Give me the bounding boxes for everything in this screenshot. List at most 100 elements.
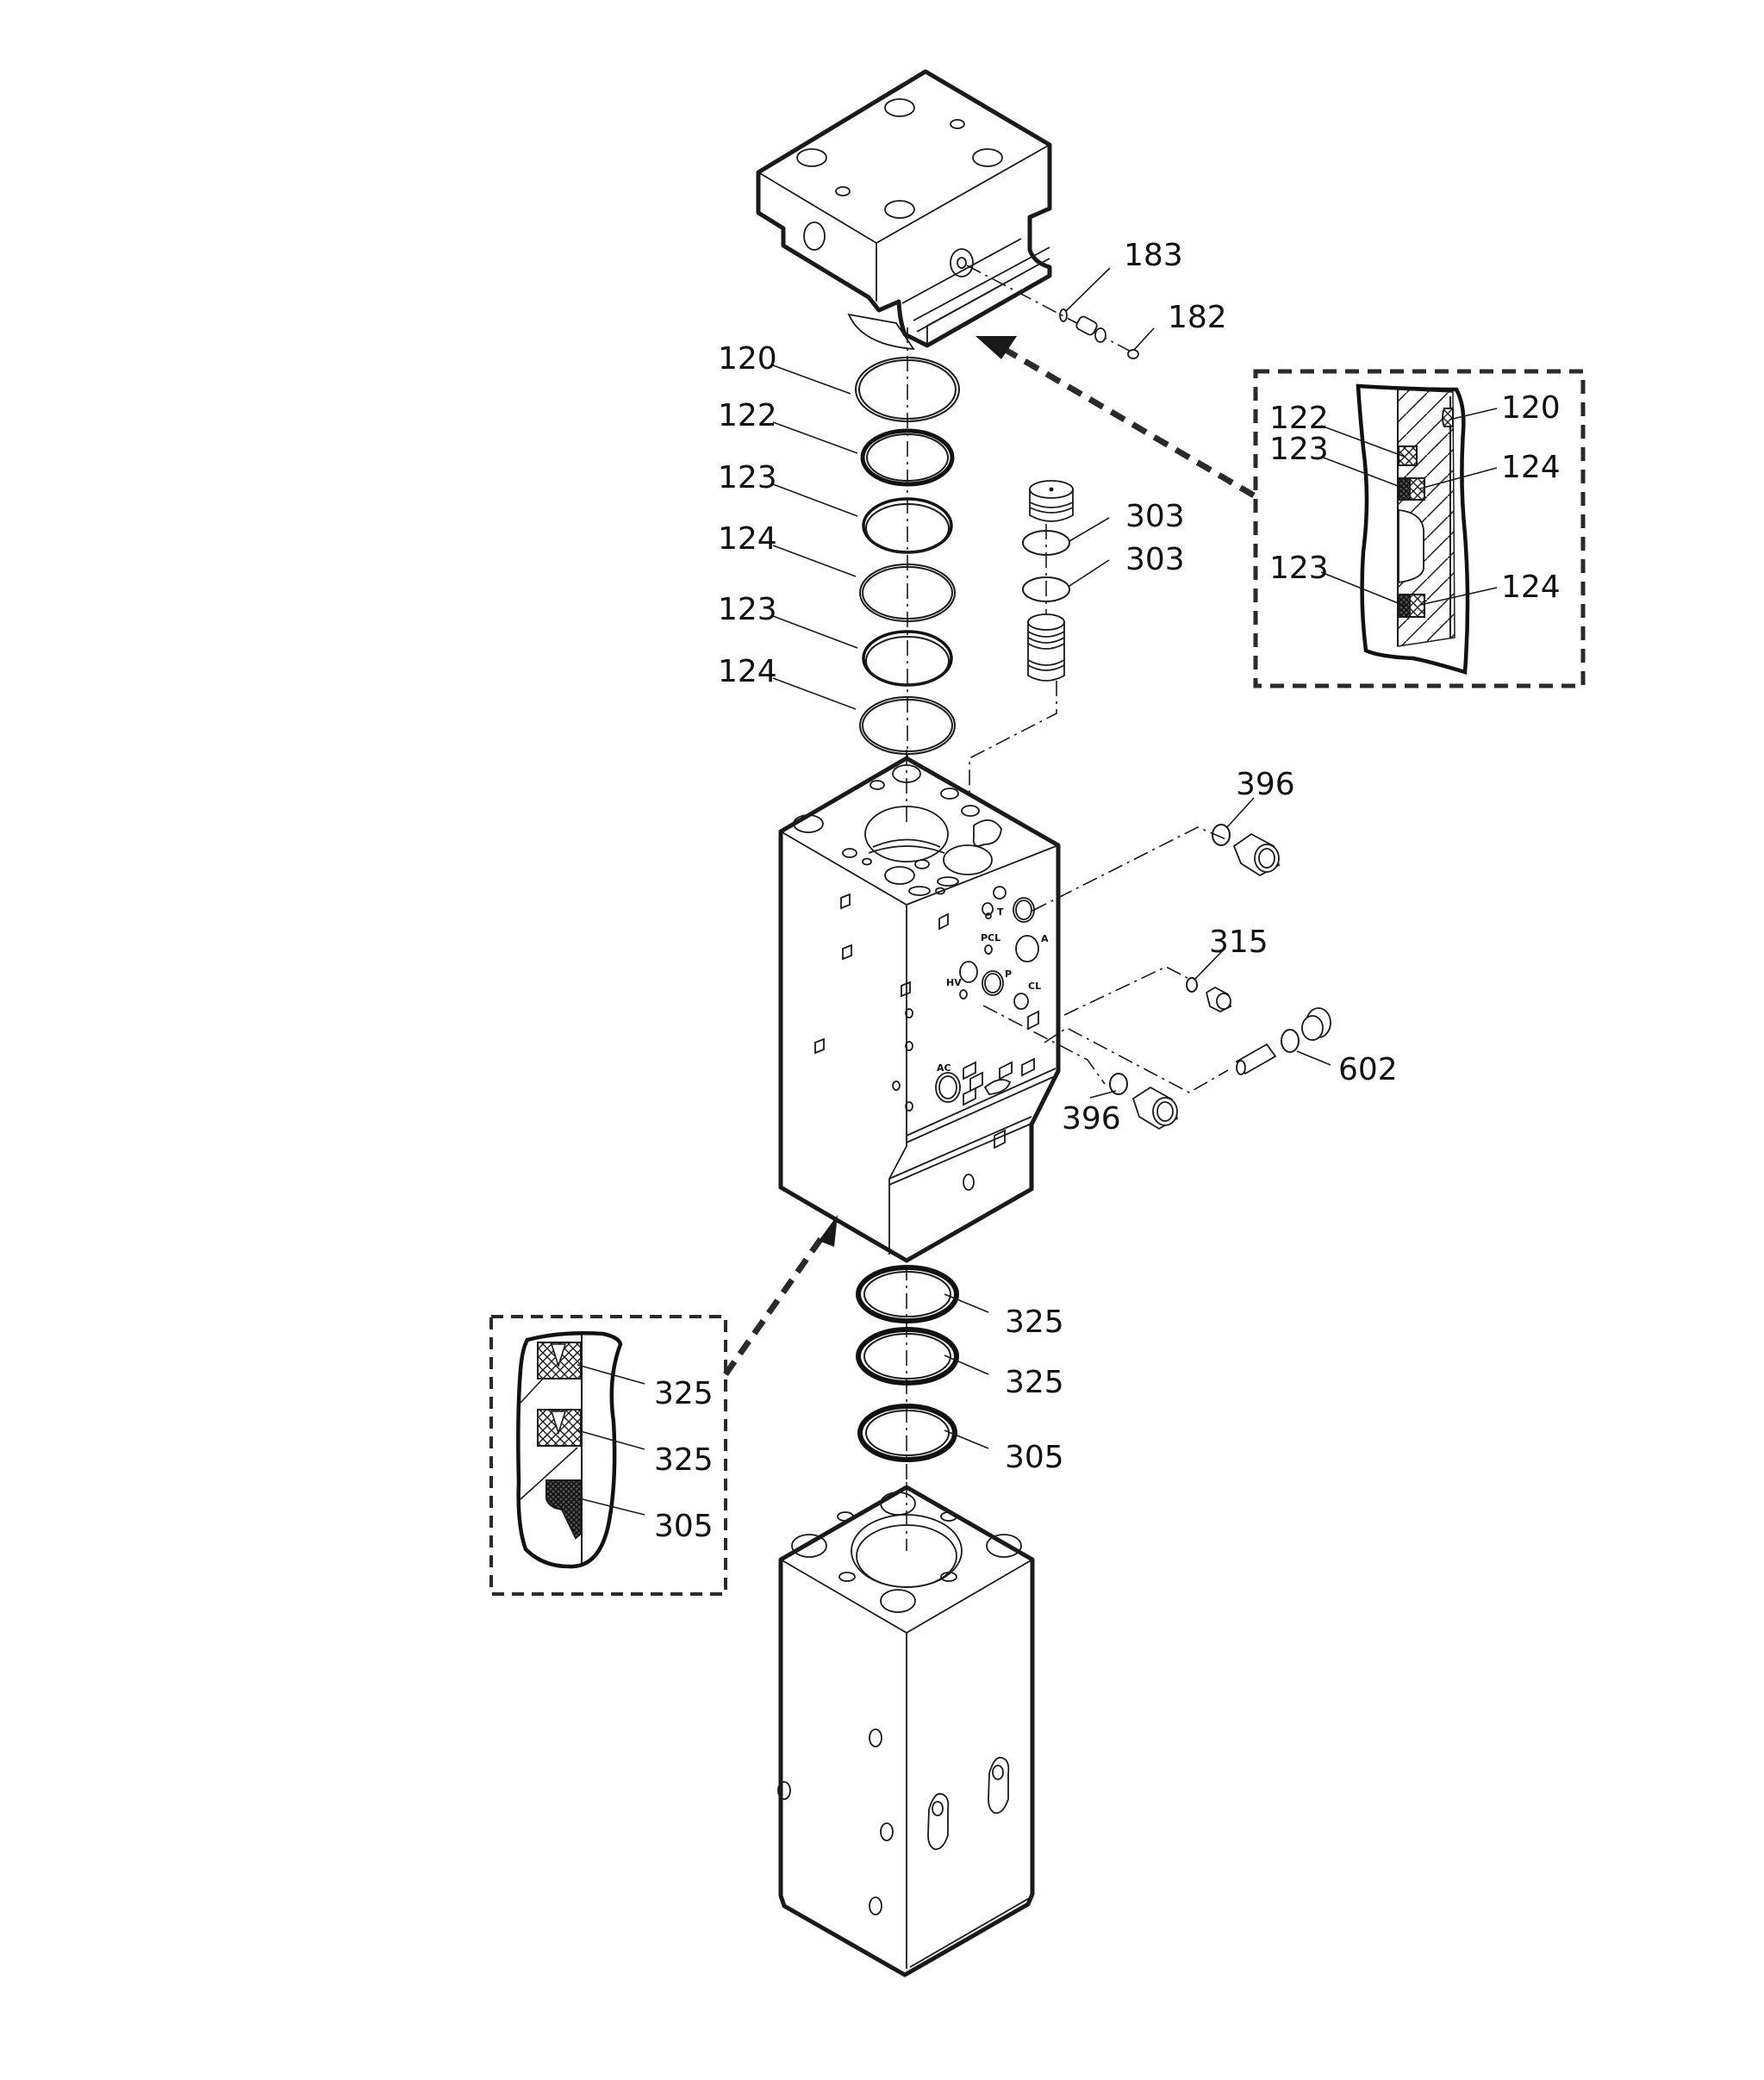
cover-bolt-hole xyxy=(796,148,827,167)
detail-callout-120: 120 xyxy=(1501,390,1561,426)
callout-124: 124 xyxy=(718,521,777,557)
cover-side-port xyxy=(803,221,826,251)
cartridge-cap-hole xyxy=(1049,487,1054,492)
ring-123-inner xyxy=(865,636,950,686)
block-port-small xyxy=(985,912,992,919)
callout-124: 124 xyxy=(718,654,777,689)
block-right-marker xyxy=(993,886,1007,900)
check-valve-602-end xyxy=(1236,1060,1246,1075)
oring-315 xyxy=(1186,977,1198,993)
callout-120: 120 xyxy=(718,341,777,377)
leader-124a xyxy=(772,545,857,577)
seal-305-section xyxy=(545,1479,582,1540)
leader-122 xyxy=(772,421,858,454)
detail-callout-124: 124 xyxy=(1501,450,1561,485)
ring-305 xyxy=(857,1404,957,1462)
callout-315: 315 xyxy=(1209,925,1268,960)
block-left-hole xyxy=(892,1080,901,1091)
cylinder-pin-hole xyxy=(940,1572,957,1582)
callout-303: 303 xyxy=(1125,499,1185,534)
valve-block-pin-hole xyxy=(963,1174,975,1191)
block-lower-slots xyxy=(983,1057,1035,1095)
plug-head xyxy=(1094,327,1106,343)
port-HV xyxy=(959,961,978,983)
axis-fitting-top xyxy=(1032,826,1229,912)
block-port-small xyxy=(959,989,968,1000)
detail-inset-lower: 325 325 305 xyxy=(489,1315,727,1596)
port-AC xyxy=(935,1072,961,1103)
ring-123-inner xyxy=(865,503,950,553)
plug-body xyxy=(1075,315,1098,336)
block-top-port xyxy=(935,887,945,895)
port-label-AC: AC xyxy=(937,1062,951,1074)
cylinder-side-hole xyxy=(777,1781,791,1800)
leader-182 xyxy=(1133,327,1155,351)
seal-325-lip xyxy=(550,1411,567,1435)
cylinder-pin-hole xyxy=(837,1511,854,1522)
leader-303a xyxy=(1069,517,1110,542)
port-label-PCL: PCL xyxy=(981,932,1000,943)
port-P-inner xyxy=(984,973,1001,993)
plug-315-face xyxy=(1216,993,1231,1010)
detail-leader-124b xyxy=(1419,587,1498,606)
ring-124-inner xyxy=(862,566,953,620)
leader-396-top xyxy=(1226,797,1255,828)
callout-183: 183 xyxy=(1124,238,1183,273)
leader-183 xyxy=(1065,267,1111,312)
arrowhead-icon xyxy=(819,1215,838,1247)
block-top-hole xyxy=(884,866,915,885)
detail-leader-123a xyxy=(1320,456,1406,489)
valve-block: T A PCL HV P CL AC xyxy=(778,750,1061,1263)
oring-602 xyxy=(1281,1029,1300,1053)
block-left-hole xyxy=(905,1008,913,1018)
cylinder-side-hole xyxy=(869,1896,882,1915)
cylinder-side-hole xyxy=(869,1728,882,1747)
block-top-pin xyxy=(842,848,857,858)
block-top-hole xyxy=(793,814,824,833)
oring-396-bottom xyxy=(1109,1073,1128,1095)
port-AC-inner xyxy=(938,1075,957,1099)
port-A xyxy=(1015,935,1039,962)
valve-cartridge: 303 303 xyxy=(969,480,1185,870)
plug-182 xyxy=(1127,349,1139,359)
detail-callout-325: 325 xyxy=(654,1442,714,1478)
cover-threaded-port xyxy=(950,248,974,277)
port-P xyxy=(982,970,1004,996)
ring-120 xyxy=(855,357,960,422)
ring-stack-lower: 325 325 305 xyxy=(856,1265,1064,1482)
callout-325: 325 xyxy=(1005,1365,1064,1400)
seal-122-section xyxy=(1398,445,1418,466)
callout-303: 303 xyxy=(1125,542,1185,577)
callout-305: 305 xyxy=(1005,1440,1064,1475)
ring-325-inner xyxy=(863,1271,951,1317)
detail-arrow-lower xyxy=(723,1215,838,1377)
axis-plug-315 xyxy=(1063,966,1188,1016)
ring-325-inner xyxy=(863,1333,951,1379)
port-T-inner xyxy=(1015,900,1032,920)
arrowhead-icon xyxy=(975,336,1017,359)
block-right-marker xyxy=(982,902,994,916)
callout-123: 123 xyxy=(718,460,777,495)
seal-124-section xyxy=(1409,477,1425,501)
detail-leader-124a xyxy=(1419,467,1498,489)
oring-303 xyxy=(1022,576,1070,602)
port-label-T: T xyxy=(997,906,1004,918)
cylinder-pin-hole xyxy=(838,1572,856,1582)
cylinder-bolt-hole xyxy=(791,1534,827,1558)
port-label-CL: CL xyxy=(1028,981,1041,992)
detail-callout-325: 325 xyxy=(654,1376,714,1411)
port-label-A: A xyxy=(1041,933,1049,944)
callout-182: 182 xyxy=(1168,300,1227,335)
axis-check-valve xyxy=(1044,1027,1229,1093)
block-top-ports-pair xyxy=(937,876,959,887)
ring-124 xyxy=(859,696,956,755)
block-right-marker xyxy=(938,912,949,931)
block-left-marker xyxy=(901,981,911,998)
detail-callout-122: 122 xyxy=(1269,401,1329,436)
block-left-marker xyxy=(814,1037,825,1055)
block-bore-step xyxy=(868,838,945,854)
leader-303b xyxy=(1069,559,1110,587)
cylinder-body xyxy=(777,1482,1035,1977)
callout-325: 325 xyxy=(1005,1305,1064,1340)
leader-315 xyxy=(1194,949,1225,980)
